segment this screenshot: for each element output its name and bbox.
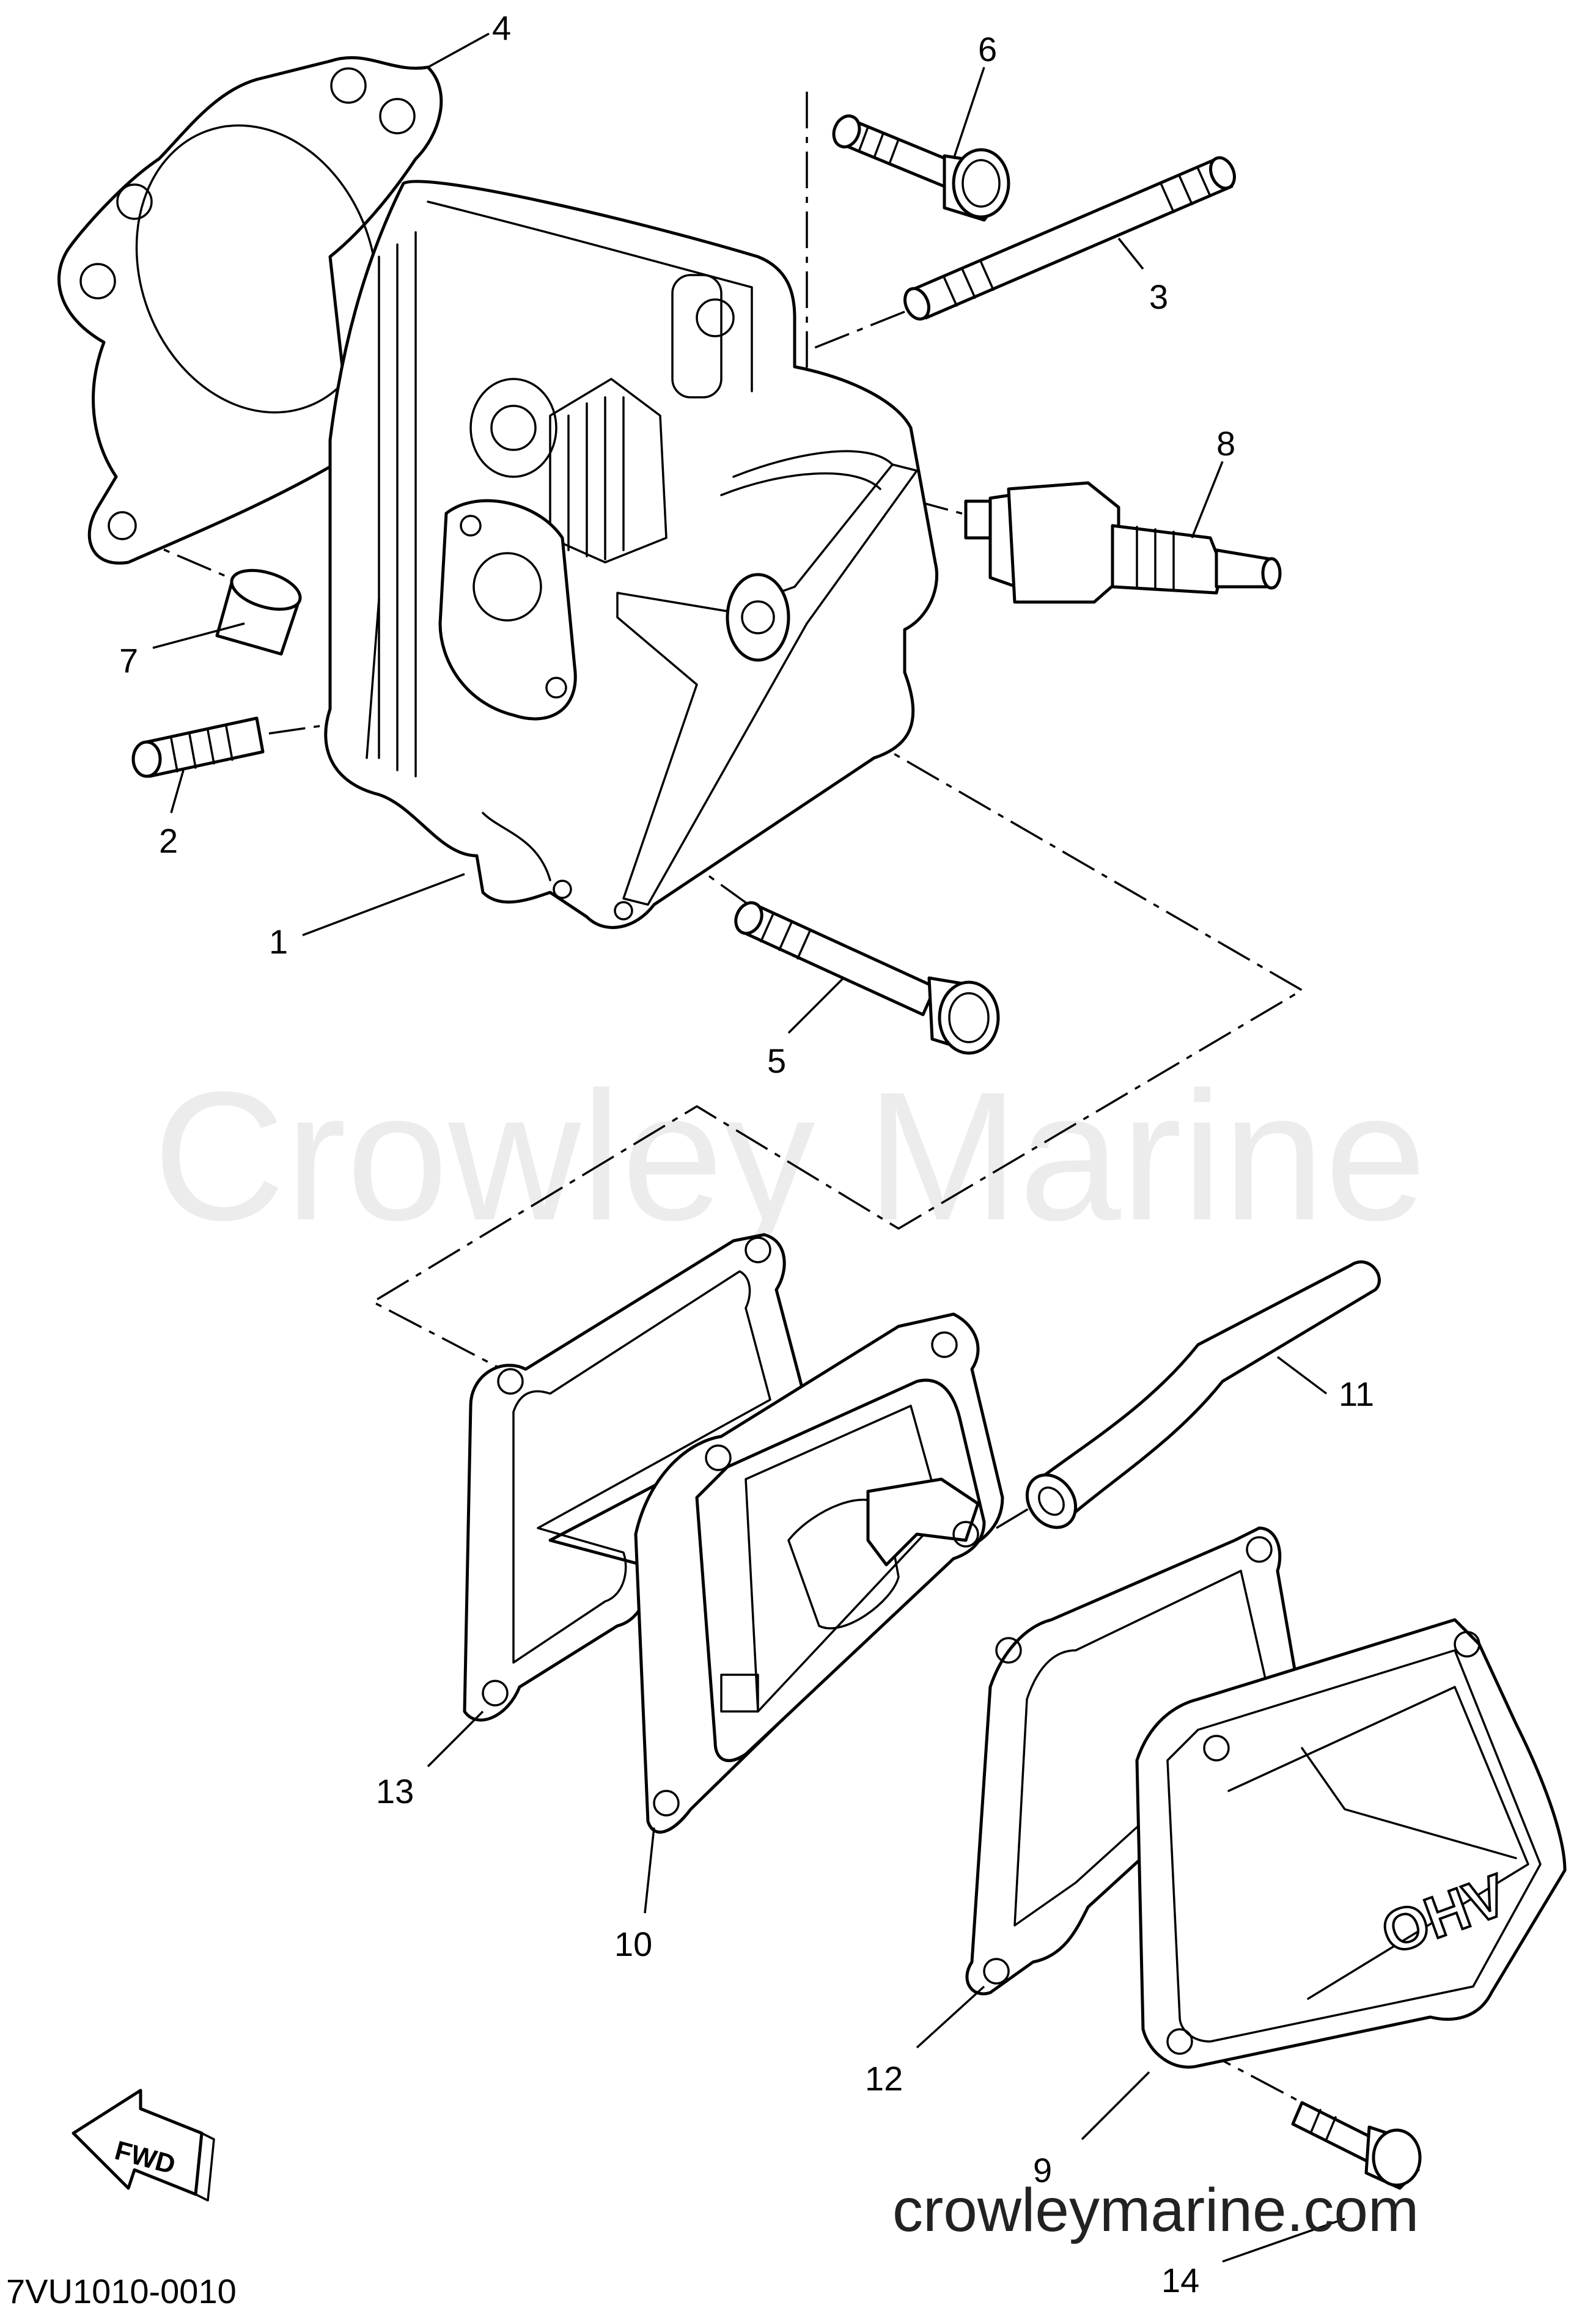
watermark-brand: Crowley Marine xyxy=(153,1053,1427,1260)
leader-4 xyxy=(427,32,490,68)
leader-7 xyxy=(152,622,245,649)
spark-plug xyxy=(964,481,1282,604)
leader-14 xyxy=(1222,2218,1345,2263)
callout-8: 8 xyxy=(1216,424,1235,463)
leader-11 xyxy=(1276,1356,1328,1395)
valve-cover-gasket-front xyxy=(965,1526,1304,1996)
callout-10: 10 xyxy=(614,1925,652,1963)
diagram-code: 7VU1010-0010 xyxy=(6,2272,237,2310)
leader-9 xyxy=(1081,2071,1150,2141)
stud-bolt-long xyxy=(903,156,1236,321)
leader-10 xyxy=(644,1827,655,1914)
breather-plate xyxy=(634,1312,1004,1834)
leader-13 xyxy=(427,1710,484,1768)
fwd-arrow-icon: FWD xyxy=(72,2089,215,2202)
callout-6: 6 xyxy=(978,30,997,68)
leader-6 xyxy=(952,67,985,160)
cover-screw xyxy=(1291,2101,1422,2190)
callout-13: 13 xyxy=(376,1772,414,1810)
leader-8 xyxy=(1191,461,1224,538)
leader-1 xyxy=(302,873,465,936)
assembly-line-breather xyxy=(996,1490,1058,1529)
breather-hose xyxy=(1025,1260,1381,1529)
stud-bolt-short xyxy=(131,716,265,778)
leader-5 xyxy=(787,977,845,1034)
callout-4: 4 xyxy=(492,9,511,47)
flange-bolt-top xyxy=(832,114,1010,222)
leader-3 xyxy=(1117,237,1144,270)
cylinder-head xyxy=(324,180,939,929)
callout-11: 11 xyxy=(1339,1375,1374,1413)
callout-12: 12 xyxy=(865,2059,903,2098)
valve-cover: OHV xyxy=(1135,1618,1567,2069)
assembly-line-long-stud xyxy=(812,311,905,350)
callout-5: 5 xyxy=(767,1042,786,1080)
valve-cover-gasket-rear xyxy=(463,1233,809,1722)
callout-1: 1 xyxy=(269,922,288,961)
leader-2 xyxy=(170,770,185,814)
dowel-pin xyxy=(215,568,302,656)
leader-12 xyxy=(916,1985,985,2049)
callout-14: 14 xyxy=(1161,2261,1199,2299)
watermark-url: crowleymarine.com xyxy=(892,2176,1419,2244)
callout-7: 7 xyxy=(119,641,138,680)
flange-bolt-lower xyxy=(734,901,1000,1055)
callout-3: 3 xyxy=(1149,277,1168,316)
callout-9: 9 xyxy=(1033,2151,1052,2189)
callout-2: 2 xyxy=(159,821,178,860)
